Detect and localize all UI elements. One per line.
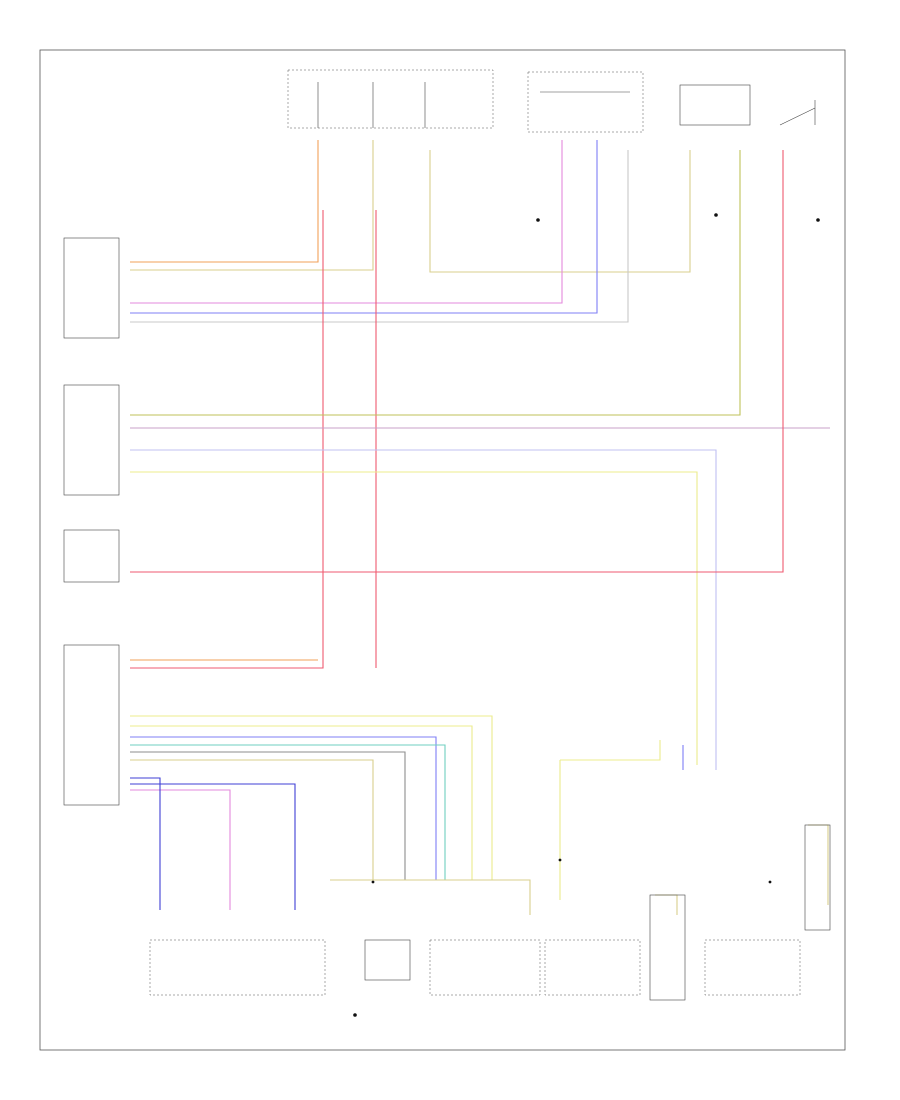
wire-yellow-4 xyxy=(560,740,661,761)
bottom-switch-6 xyxy=(704,939,801,996)
wire-olive-1 xyxy=(130,150,741,416)
bottom-switch-3 xyxy=(429,939,541,996)
diagram-border xyxy=(39,49,846,1051)
wire-red-2 xyxy=(130,150,784,573)
wire-tan-5 xyxy=(655,894,678,915)
bottom-switch-1 xyxy=(149,939,326,996)
relay-box-top xyxy=(679,84,751,126)
wire-tan-6 xyxy=(808,824,829,905)
bottom-switch-5 xyxy=(649,894,686,1001)
wire-lavender-1 xyxy=(130,449,717,770)
bottom-switch-7 xyxy=(804,824,831,931)
wire-yellow-3 xyxy=(130,725,473,880)
wire-pink-2 xyxy=(130,789,231,910)
wire-tan-3 xyxy=(130,759,374,880)
left-module-4 xyxy=(63,644,120,806)
left-module-1 xyxy=(63,237,120,339)
left-module-3 xyxy=(63,529,120,583)
wire-tan-1 xyxy=(130,140,374,271)
switch-top-right xyxy=(527,71,644,133)
wire-blue-1 xyxy=(130,140,598,314)
wire-yellow-2 xyxy=(130,715,493,880)
wire-yellow-1 xyxy=(130,471,698,765)
switch-far-right xyxy=(779,100,816,126)
wire-orange-1 xyxy=(130,140,319,263)
fuse-block xyxy=(287,69,494,129)
wire-blue-2 xyxy=(130,736,437,880)
connector-set xyxy=(353,213,820,1017)
wire-gray-1 xyxy=(130,751,406,880)
wire-tan-2 xyxy=(429,150,691,273)
wire-teal-1 xyxy=(130,744,446,880)
wire-lightgray-1 xyxy=(130,150,629,323)
wire-darkblue-1 xyxy=(130,777,161,910)
bottom-switch-2 xyxy=(364,939,411,981)
left-module-2 xyxy=(63,384,120,496)
wire-set xyxy=(130,140,830,915)
wire-red-trunk-1 xyxy=(130,210,324,669)
bottom-switch-4 xyxy=(544,939,641,996)
wire-darkblue-2 xyxy=(130,783,296,910)
wire-pink-1 xyxy=(130,140,563,304)
wire-tan-4 xyxy=(330,879,531,915)
